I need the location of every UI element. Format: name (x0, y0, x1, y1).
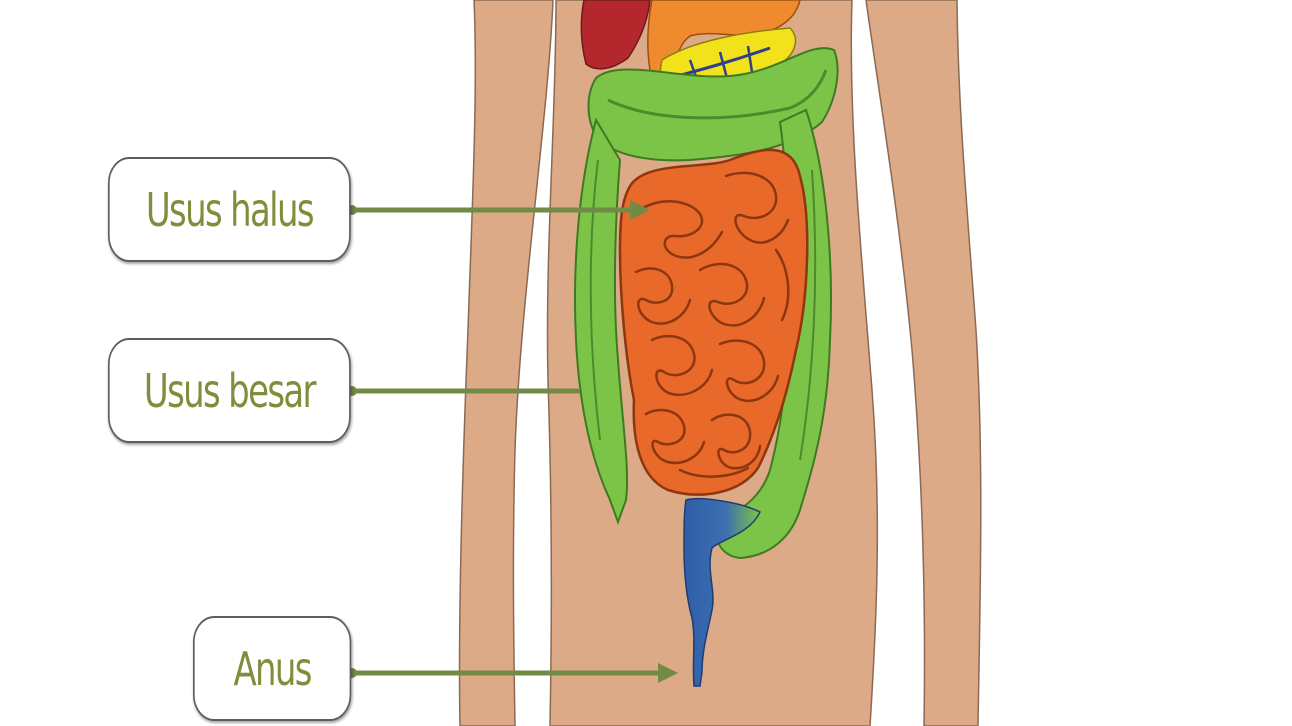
rectum-shape (683, 497, 761, 687)
small-intestine-coils (634, 171, 790, 478)
torso-left-arm (458, 0, 554, 726)
torso-right-arm (865, 0, 982, 726)
rectum (683, 497, 761, 687)
label-anus: Anus (193, 616, 352, 721)
label-usus-besar: Usus besar (108, 338, 351, 443)
small-intestine-mass (618, 148, 809, 496)
pointer-usus-besar (347, 386, 580, 396)
liver-shape (580, 0, 651, 70)
small-intestine (618, 148, 809, 496)
colon-band (607, 69, 828, 120)
ascending-colon-line (589, 159, 601, 441)
ascending-colon (574, 117, 629, 525)
label-usus-halus: Usus halus (108, 157, 351, 262)
pointers (347, 200, 678, 683)
descending-colon-line (799, 169, 817, 461)
